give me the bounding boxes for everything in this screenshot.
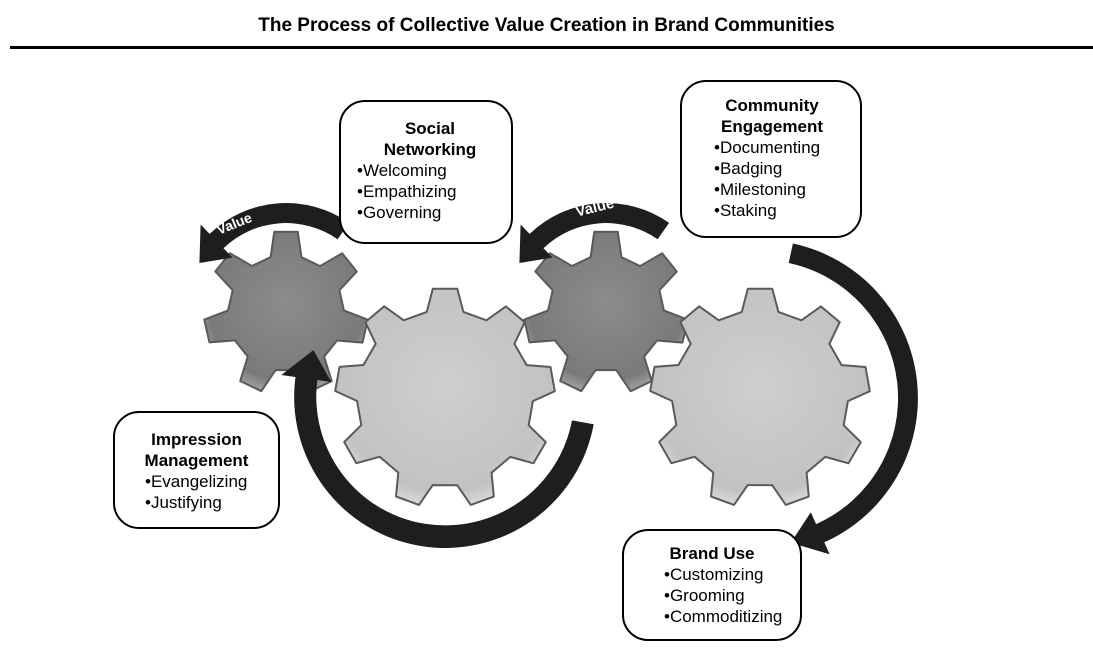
- value-arrow-right: [788, 243, 918, 555]
- diagram-title: The Process of Collective Value Creation…: [258, 15, 835, 36]
- impression-management-box: Impression Management •Evangelizing •Jus…: [113, 411, 280, 529]
- value-arrow-bottom: [281, 350, 594, 549]
- list-item: •Welcoming: [357, 161, 447, 180]
- practice-list: •Customizing •Grooming •Commoditizing: [664, 564, 794, 627]
- box-heading: Networking: [383, 140, 477, 159]
- value-arrow-top-left: [199, 203, 350, 263]
- box-heading: Impression: [151, 430, 242, 449]
- list-item: •Staking: [714, 201, 777, 220]
- large-gear-right: [649, 287, 871, 506]
- small-gear-middle: [523, 230, 689, 393]
- practice-list: •Welcoming •Empathizing •Governing: [357, 160, 503, 223]
- practice-list: •Evangelizing •Justifying: [145, 471, 272, 513]
- box-heading: Brand Use: [669, 544, 755, 563]
- social-networking-box: Social Networking •Welcoming •Empathizin…: [339, 100, 513, 244]
- box-heading: Social: [404, 119, 456, 138]
- list-item: •Customizing: [664, 565, 764, 584]
- value-arrow-top-middle: [519, 203, 670, 263]
- box-heading: Community: [725, 96, 819, 115]
- list-item: •Empathizing: [357, 182, 457, 201]
- value-label-right: Value: [927, 360, 951, 402]
- box-heading: Management: [144, 451, 249, 470]
- title-rule: [10, 46, 1093, 49]
- value-label-bottom: Value: [445, 558, 486, 580]
- list-item: •Grooming: [664, 586, 745, 605]
- brand-use-box: Brand Use •Customizing •Grooming •Commod…: [622, 529, 802, 641]
- practice-list: •Documenting •Badging •Milestoning •Stak…: [714, 137, 852, 221]
- list-item: •Evangelizing: [145, 472, 248, 491]
- list-item: •Documenting: [714, 138, 821, 157]
- box-heading: Engagement: [720, 117, 824, 136]
- list-item: •Governing: [357, 203, 442, 222]
- list-item: •Badging: [714, 159, 783, 178]
- list-item: •Commoditizing: [664, 607, 783, 626]
- community-engagement-box: Community Engagement •Documenting •Badgi…: [680, 80, 862, 238]
- list-item: •Milestoning: [714, 180, 806, 199]
- list-item: •Justifying: [145, 493, 222, 512]
- large-gear-left: [334, 287, 556, 506]
